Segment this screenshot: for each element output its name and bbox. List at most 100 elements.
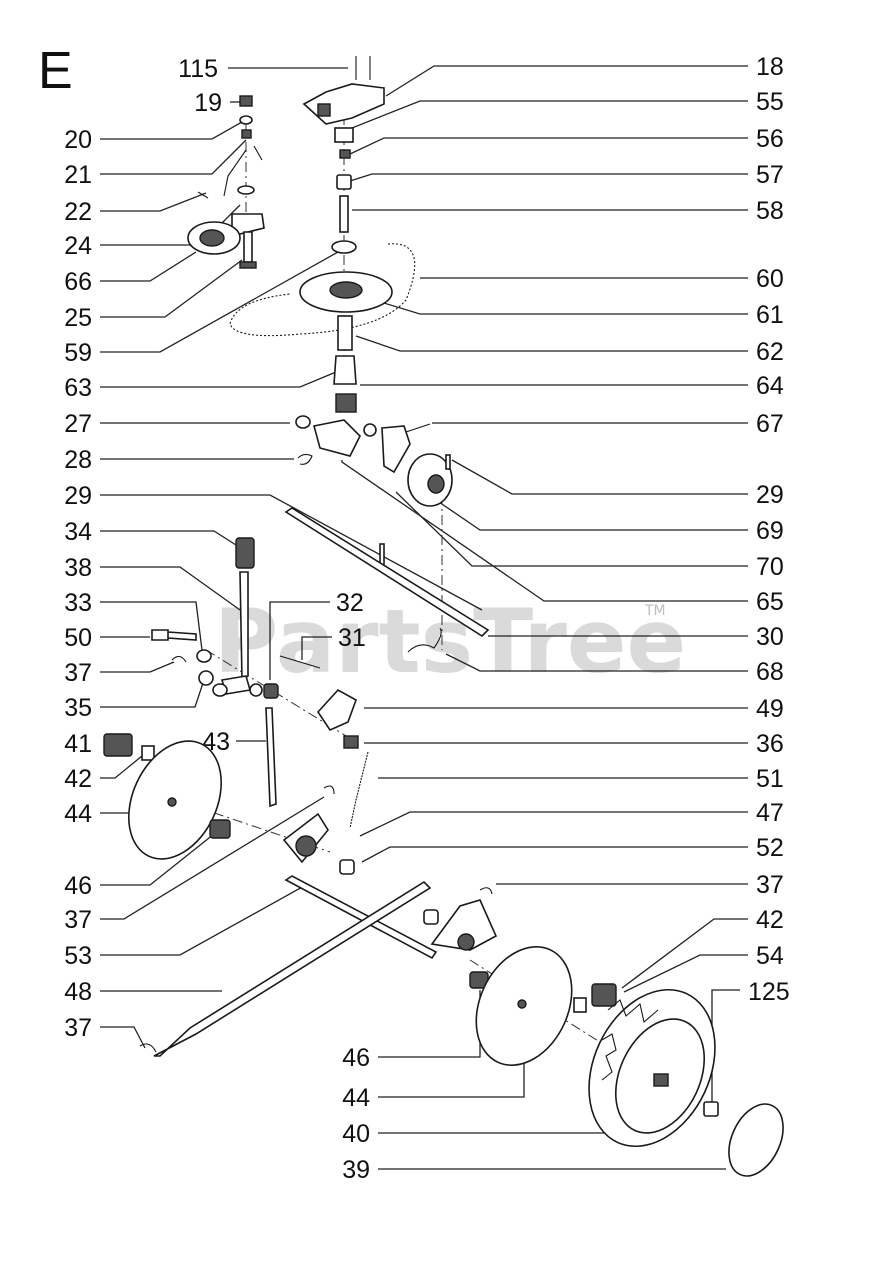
- callout-60[interactable]: 60: [756, 265, 784, 293]
- clip-37-c: [139, 1043, 157, 1053]
- callout-34[interactable]: 34: [64, 518, 92, 546]
- callout-19[interactable]: 19: [194, 89, 222, 117]
- callout-46-b[interactable]: 46: [342, 1044, 370, 1072]
- callout-37-b[interactable]: 37: [64, 906, 92, 934]
- callout-24[interactable]: 24: [64, 232, 92, 260]
- callout-35[interactable]: 35: [64, 694, 92, 722]
- drive-pulley-61-hub: [329, 281, 363, 299]
- callout-58[interactable]: 58: [756, 197, 784, 225]
- callout-54[interactable]: 54: [756, 942, 784, 970]
- callout-44-b[interactable]: 44: [342, 1084, 370, 1112]
- parts-artwork: [103, 56, 784, 1177]
- leader-37-a: [100, 661, 175, 673]
- leader-44-b: [378, 1060, 525, 1098]
- callout-70[interactable]: 70: [756, 553, 784, 581]
- callout-50[interactable]: 50: [64, 624, 92, 652]
- leader-22: [100, 192, 207, 212]
- callout-31[interactable]: 31: [338, 624, 366, 652]
- washer-27: [295, 415, 311, 429]
- callout-115[interactable]: 115: [178, 55, 218, 83]
- callout-64[interactable]: 64: [756, 372, 784, 400]
- callout-68[interactable]: 68: [756, 658, 784, 686]
- pin-22: [197, 191, 209, 199]
- spacer-32: [263, 683, 279, 699]
- bolt-25-head: [239, 261, 257, 269]
- callout-57[interactable]: 57: [756, 161, 784, 189]
- callout-56[interactable]: 56: [756, 125, 784, 153]
- sleeve-62: [337, 315, 353, 351]
- callout-40[interactable]: 40: [342, 1120, 370, 1148]
- callout-55[interactable]: 55: [756, 88, 784, 116]
- callout-38[interactable]: 38: [64, 554, 92, 582]
- callout-59[interactable]: 59: [64, 339, 92, 367]
- callout-30[interactable]: 30: [756, 623, 784, 651]
- washer-35b: [212, 683, 228, 697]
- spring-21: [223, 145, 263, 197]
- callout-61[interactable]: 61: [756, 301, 784, 329]
- callout-63[interactable]: 63: [64, 374, 92, 402]
- washer-32: [249, 683, 263, 697]
- collar-63: [333, 355, 357, 385]
- leader-53: [100, 885, 305, 956]
- callout-22[interactable]: 22: [64, 198, 92, 226]
- callout-27[interactable]: 27: [64, 410, 92, 438]
- leader-65: [341, 460, 748, 602]
- lever-38: [239, 571, 249, 682]
- leader-42-a: [100, 755, 143, 779]
- rod-43: [265, 707, 277, 808]
- callout-28[interactable]: 28: [64, 446, 92, 474]
- callout-49[interactable]: 49: [756, 695, 784, 723]
- callout-18[interactable]: 18: [756, 53, 784, 81]
- callout-46-a[interactable]: 46: [64, 872, 92, 900]
- callout-37-a[interactable]: 37: [64, 659, 92, 687]
- clip-68: [407, 627, 442, 653]
- callout-51[interactable]: 51: [756, 765, 784, 793]
- leader-25: [100, 259, 243, 318]
- callout-69[interactable]: 69: [756, 517, 784, 545]
- clip-37-d: [479, 887, 493, 895]
- callout-66[interactable]: 66: [64, 268, 92, 296]
- callout-32[interactable]: 32: [336, 589, 364, 617]
- axle-53: [284, 875, 438, 960]
- callout-29-left[interactable]: 29: [64, 482, 92, 510]
- callout-62[interactable]: 62: [756, 338, 784, 366]
- leader-61: [373, 299, 748, 315]
- leader-63: [100, 371, 337, 388]
- leader-46-b: [378, 990, 481, 1058]
- bushing-42-a: [141, 745, 155, 761]
- bolt-31: [279, 655, 321, 669]
- washer-56: [339, 149, 351, 159]
- callout-42-a[interactable]: 42: [64, 765, 92, 793]
- callout-20[interactable]: 20: [64, 126, 92, 154]
- leader-18: [385, 65, 748, 97]
- callout-37-d[interactable]: 37: [756, 871, 784, 899]
- shaft-58: [339, 195, 349, 233]
- idler-pulley-66-hub: [199, 229, 225, 247]
- callout-67[interactable]: 67: [756, 410, 784, 438]
- callout-29-right[interactable]: 29: [756, 481, 784, 509]
- washer-20: [239, 115, 253, 125]
- callout-48[interactable]: 48: [64, 978, 92, 1006]
- leader-66: [100, 251, 197, 282]
- callout-52[interactable]: 52: [756, 834, 784, 862]
- leader-57: [349, 173, 748, 182]
- callout-25[interactable]: 25: [64, 304, 92, 332]
- pinion-64: [335, 393, 357, 413]
- callout-47[interactable]: 47: [756, 799, 784, 827]
- callout-65[interactable]: 65: [756, 588, 784, 616]
- left-callouts: 19 20 21 22 24 66 25 59 63 27 28 29 34 3…: [64, 89, 483, 1049]
- callout-39[interactable]: 39: [342, 1156, 370, 1184]
- callout-41[interactable]: 41: [64, 730, 92, 758]
- callout-42-b[interactable]: 42: [756, 906, 784, 934]
- callout-33[interactable]: 33: [64, 589, 92, 617]
- callout-53[interactable]: 53: [64, 942, 92, 970]
- callout-37-c[interactable]: 37: [64, 1014, 92, 1042]
- leader-62: [355, 335, 748, 352]
- axle-30: [284, 507, 490, 638]
- leader-68: [445, 653, 748, 672]
- callout-125[interactable]: 125: [748, 978, 790, 1006]
- callout-36[interactable]: 36: [756, 730, 784, 758]
- callout-44-a[interactable]: 44: [64, 800, 92, 828]
- leader-42-b: [621, 918, 748, 989]
- callout-21[interactable]: 21: [64, 161, 92, 189]
